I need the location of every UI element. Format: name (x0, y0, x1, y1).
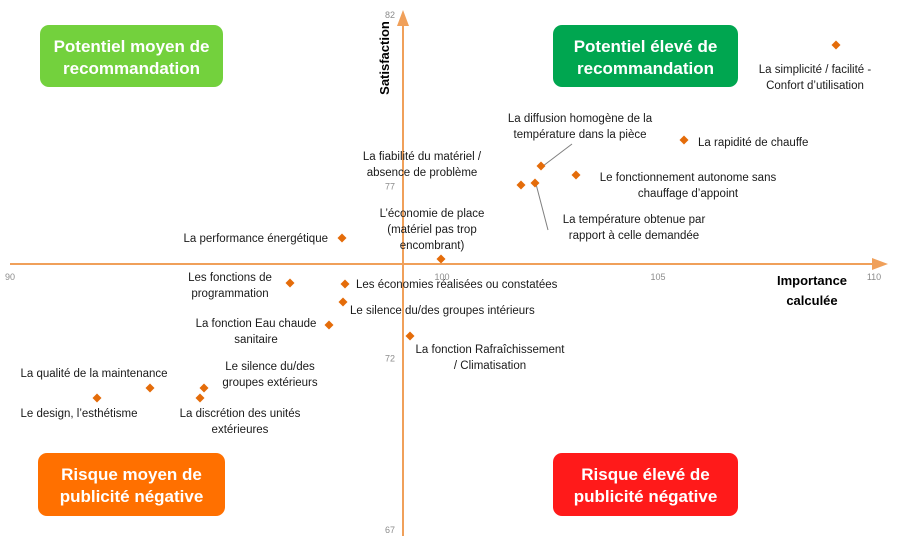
quadrant-label-top-left-line: recommandation (63, 59, 200, 78)
data-label: La discrétion des unités extérieures (180, 408, 301, 436)
data-label: L’économie de place (matériel pas trop enc… (380, 208, 485, 252)
data-point (436, 254, 446, 264)
x-tick-label: 90 (5, 272, 15, 282)
data-point (536, 161, 546, 171)
data-label-line: Le silence du/des (225, 361, 315, 373)
x-tick-label: 105 (650, 272, 665, 282)
quadrant-label-bottom-right: Risque élevé de publicité négative (574, 465, 718, 506)
data-point (195, 393, 205, 403)
quadrant-box-top-right (553, 25, 738, 87)
data-label-line: Le design, l’esthétisme (21, 408, 138, 420)
data-label: La qualité de la maintenance (20, 368, 167, 380)
data-label: Le design, l’esthétisme (21, 408, 138, 420)
data-point (405, 331, 415, 341)
data-label-line: La diffusion homogène de la (508, 113, 653, 125)
data-label-line: La rapidité de chauffe (698, 137, 808, 149)
data-label-line: chauffage d’appoint (638, 188, 739, 200)
data-label-line: groupes extérieurs (222, 377, 317, 389)
leader-line (535, 183, 549, 231)
data-label-line: absence de problème (367, 167, 478, 179)
data-label: Le silence du/des groupes extérieurs (222, 361, 317, 389)
quadrant-label-bottom-right-line: publicité négative (574, 487, 718, 506)
quadrant-label-top-left: Potentiel moyen de recommandation (54, 37, 210, 78)
data-label: Le silence du/des groupes intérieurs (350, 305, 535, 317)
data-label-line: rapport à celle demandée (569, 230, 699, 242)
x-tick-label: 110 (867, 272, 881, 282)
x-axis-title: Importance calculée (777, 273, 847, 308)
data-point (831, 40, 841, 50)
data-label: La fiabilité du matériel / absence de pro… (363, 151, 482, 179)
data-label: La performance énergétique (184, 233, 329, 245)
y-tick-label: 72 (385, 353, 395, 363)
y-tick-label: 77 (385, 182, 395, 192)
data-label-line: / Climatisation (454, 360, 526, 372)
quadrant-label-top-left-line: Potentiel moyen de (54, 37, 210, 56)
data-label-line: La fonction Eau chaude (196, 318, 317, 330)
data-label-line: Les économies réalisées ou constatées (356, 279, 558, 291)
data-label-line: La fonction Rafraîchissement (416, 344, 566, 356)
data-label-line: Le fonctionnement autonome sans (600, 172, 777, 184)
data-label-line: L’économie de place (380, 208, 485, 220)
data-point (199, 383, 209, 393)
data-label: La simplicité / facilité - Confort d’util… (759, 64, 872, 92)
quadrant-box-top-left (40, 25, 223, 87)
data-label-line: sanitaire (234, 334, 277, 346)
data-point (92, 393, 102, 403)
quadrant-label-bottom-left-line: Risque moyen de (61, 465, 202, 484)
quadrant-label-bottom-right-line: Risque élevé de (581, 465, 710, 484)
data-label-line: température dans la pièce (514, 129, 647, 141)
data-point (145, 383, 155, 393)
data-point (340, 279, 350, 289)
data-label-line: La performance énergétique (184, 233, 329, 245)
leader-line (542, 143, 573, 167)
quadrant-label-top-right: Potentiel élevé de recommandation (574, 37, 718, 78)
data-point (571, 170, 581, 180)
data-label: Les économies réalisées ou constatées (356, 279, 558, 291)
y-tick-label: 67 (385, 525, 395, 535)
data-label: La température obtenue par rapport à cell… (563, 214, 706, 242)
data-point (324, 320, 334, 330)
data-label: La fonction Eau chaude sanitaire (196, 318, 317, 346)
data-point (338, 297, 348, 307)
data-point (337, 233, 347, 243)
data-label-line: encombrant) (400, 240, 465, 252)
quadrant-label-top-right-line: Potentiel élevé de (574, 37, 718, 56)
data-point (285, 278, 295, 288)
x-axis-title-line: calculée (786, 293, 837, 308)
data-label: La diffusion homogène de la température d… (508, 113, 653, 141)
quadrant-box-bottom-left (38, 453, 225, 516)
data-label-line: La simplicité / facilité - (759, 64, 872, 76)
quadrant-label-bottom-left: Risque moyen de publicité négative (60, 465, 204, 506)
x-tick-label: 100 (434, 272, 449, 282)
data-label-line: Confort d’utilisation (766, 80, 864, 92)
data-label-line: La discrétion des unités (180, 408, 301, 420)
data-point (530, 178, 540, 188)
data-label-line: programmation (191, 288, 268, 300)
data-label: La fonction Rafraîchissement / Climatisat… (416, 344, 566, 372)
data-label: Les fonctions de programmation (188, 272, 272, 300)
data-label-line: La qualité de la maintenance (20, 368, 167, 380)
data-point (516, 180, 526, 190)
x-axis-title-line: Importance (777, 273, 847, 288)
y-axis-arrow (397, 10, 409, 26)
quadrant-label-bottom-left-line: publicité négative (60, 487, 204, 506)
data-label-line: extérieures (212, 424, 269, 436)
data-label-line: La fiabilité du matériel / (363, 151, 482, 163)
data-point (679, 135, 689, 145)
data-label-line: La température obtenue par (563, 214, 706, 226)
data-label: La rapidité de chauffe (698, 137, 808, 149)
y-axis-title: Satisfaction (377, 21, 392, 95)
data-label-line: Le silence du/des groupes intérieurs (350, 305, 535, 317)
data-label-line: Les fonctions de (188, 272, 272, 284)
data-label-line: (matériel pas trop (387, 224, 476, 236)
y-tick-label: 82 (385, 10, 395, 20)
data-label: Le fonctionnement autonome sans chauffage… (600, 172, 777, 200)
quadrant-box-bottom-right (553, 453, 738, 516)
quadrant-label-top-right-line: recommandation (577, 59, 714, 78)
x-axis-arrow (872, 258, 888, 270)
